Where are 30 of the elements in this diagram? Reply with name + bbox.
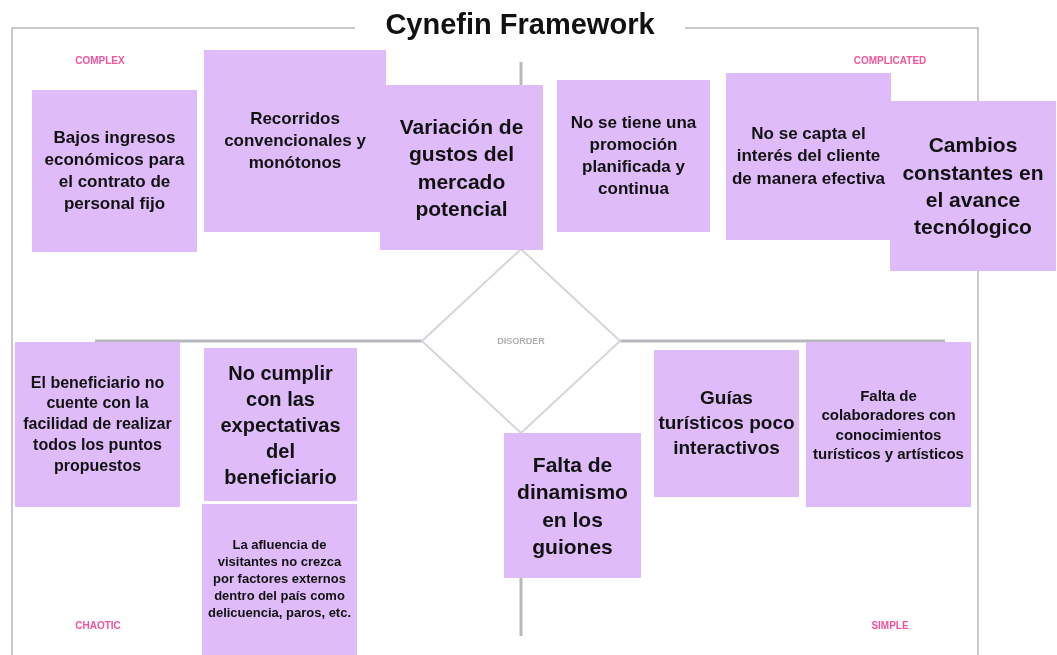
quadrant-label: DISORDER [497,336,545,346]
note-text: El beneficiario no cuente con la facilidad de realizar todos los puntos propuestos [22,372,173,476]
sticky-note [557,80,710,232]
note-text: Variación de gustos del mercado potencial [398,113,525,222]
note-text: Falta de dinamismo en los guiones [516,451,629,560]
sticky-note [806,342,971,507]
quadrant-label: SIMPLE [870,620,910,631]
sticky-note [204,50,386,232]
sticky-note [890,101,1056,271]
disorder-diamond [421,248,621,434]
note-text: Cambios constantes en el avance tecnólogico [901,132,1045,241]
quadrant-label: COMPLEX [74,55,126,66]
note-text: No se capta el interés del cliente de manera efectiva [730,123,887,190]
note-text: La afluencia de visitantes no crezca por factores externos dentro del país como delicuencia, paros, etc. [206,537,353,622]
sticky-note [504,433,641,578]
sticky-note [15,342,180,507]
sticky-note [32,90,197,252]
sticky-note [726,73,891,240]
note-text: No cumplir con las expectativas del beneficiario [219,360,342,490]
sticky-note [204,348,357,501]
sticky-note [654,350,799,497]
note-text: No se tiene una promoción planificada y continua [569,111,698,201]
sticky-note [202,504,357,655]
sticky-note [380,85,543,250]
note-text: Recorridos convencionales y monótonos [223,107,367,175]
note-text: Bajos ingresos económicos para el contrato de personal fijo [43,126,186,216]
note-text: Falta de colaboradores con conocimientos turísticos y artísticos [812,385,965,464]
note-text: Guías turísticos poco interactivos [658,386,795,460]
quadrant-label: COMPLICATED [852,55,928,66]
quadrant-label: CHAOTIC [74,620,122,631]
